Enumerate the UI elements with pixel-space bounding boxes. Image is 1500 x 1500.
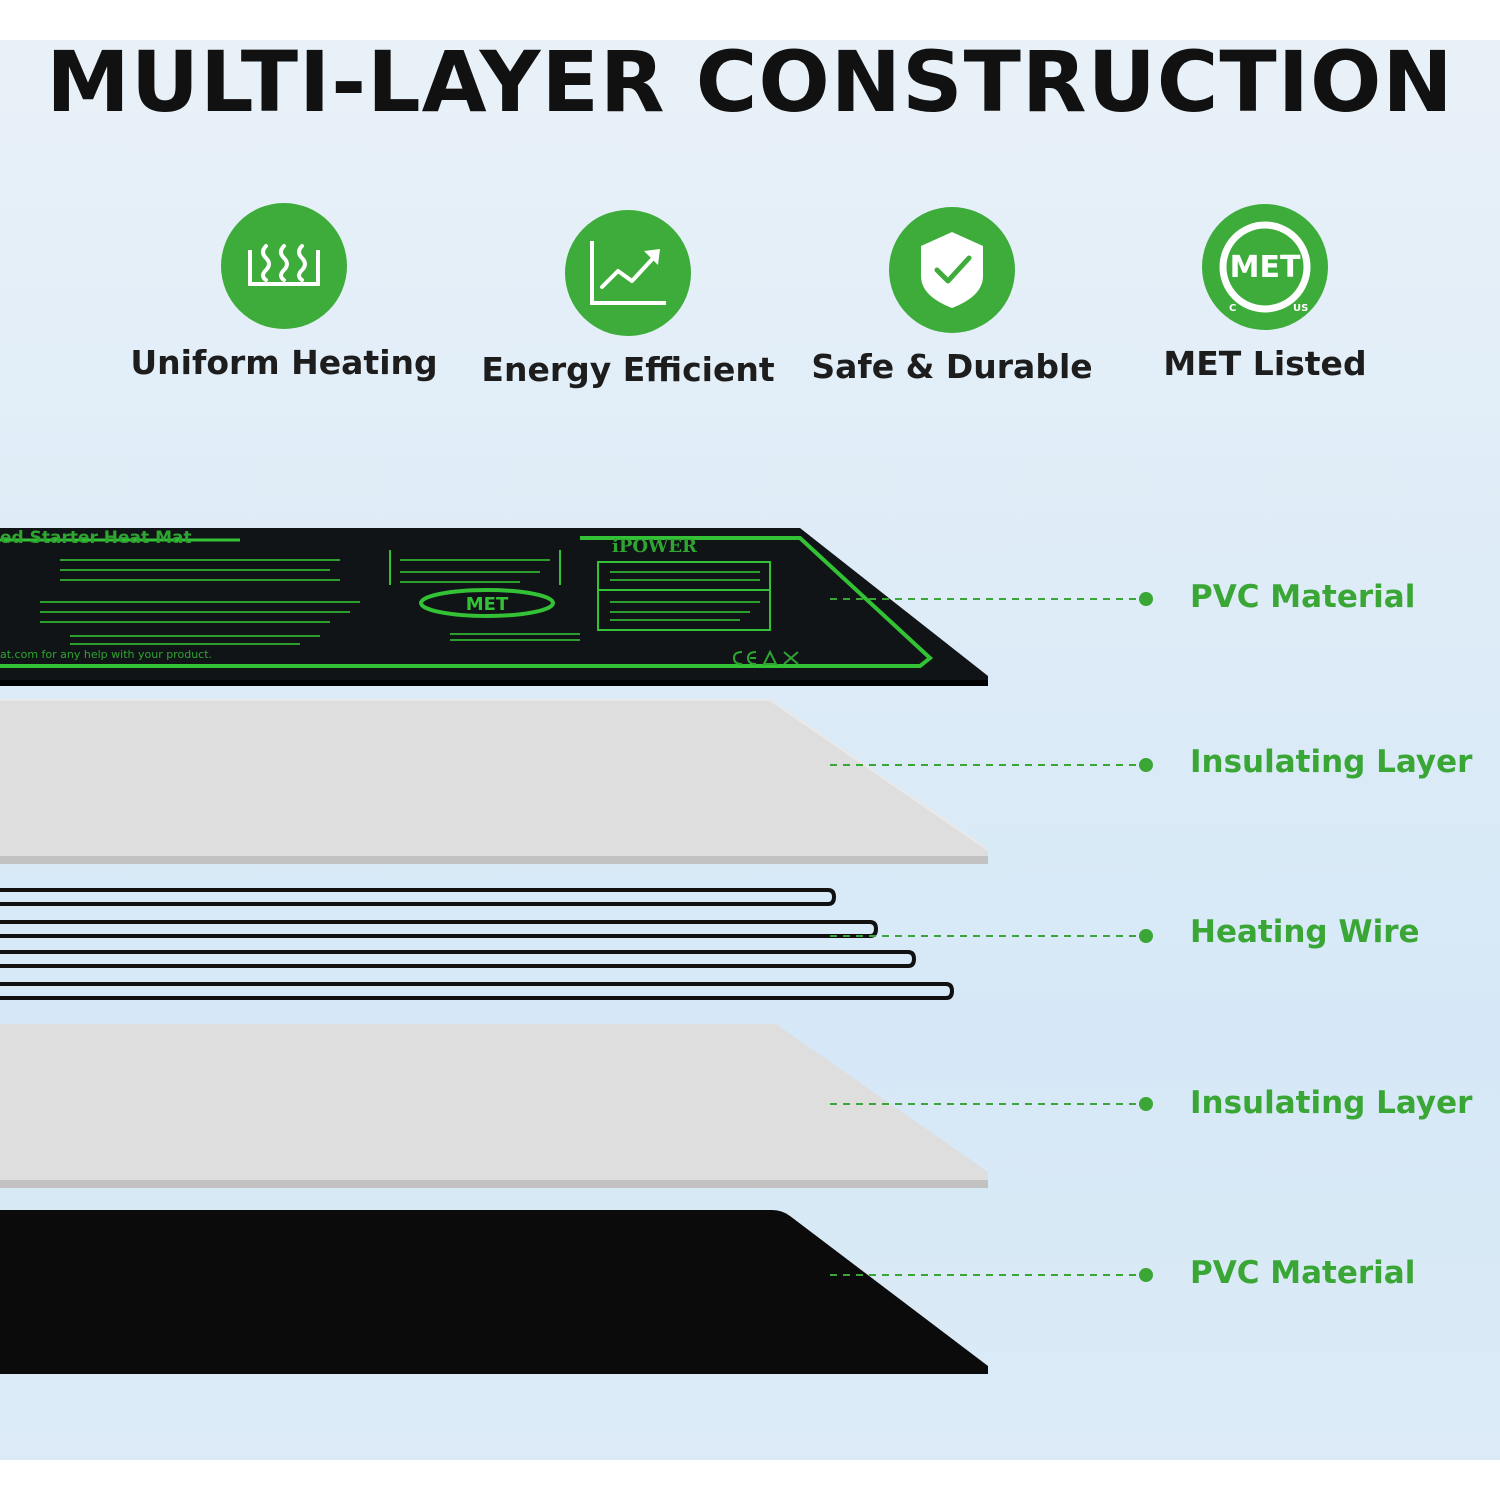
- mat-met-mark: MET: [466, 594, 509, 615]
- shield-check-icon: [889, 207, 1015, 333]
- heating-wire-layer: [0, 888, 955, 1000]
- insulating-layer-1: [0, 699, 989, 864]
- feature-energy-efficient: Energy Efficient: [468, 210, 788, 389]
- heat-waves-icon: [221, 203, 347, 329]
- feature-safe-durable: Safe & Durable: [792, 207, 1112, 386]
- page-title: MULTI-LAYER CONSTRUCTION: [46, 40, 1454, 131]
- feature-label: Safe & Durable: [811, 347, 1093, 386]
- met-logo-icon: MET C US: [1202, 204, 1328, 330]
- pvc-top-layer: MET ed Starter Heat Mat iPOWER at.com fo…: [0, 528, 988, 686]
- layer-label-insulating-1: Insulating Layer: [1190, 744, 1473, 780]
- layer-stack: MET ed Starter Heat Mat iPOWER at.com fo…: [0, 528, 1153, 1374]
- cert-marks-icon: [732, 649, 799, 665]
- leader-dots: [1139, 592, 1153, 1282]
- layer-label-pvc-bottom: PVC Material: [1190, 1255, 1416, 1291]
- mat-heading: ed Starter Heat Mat: [0, 528, 192, 548]
- insulating-layer-2: [0, 1024, 988, 1188]
- pvc-bottom-layer: [0, 1210, 988, 1374]
- feature-label: Energy Efficient: [481, 350, 775, 389]
- layer-label-heating-wire: Heating Wire: [1190, 914, 1420, 950]
- feature-met-listed: MET C US MET Listed: [1105, 204, 1425, 383]
- met-logo-us: US: [1293, 303, 1308, 314]
- layer-label-pvc-top: PVC Material: [1190, 579, 1416, 615]
- rising-chart-icon: [565, 210, 691, 336]
- feature-label: MET Listed: [1163, 344, 1367, 383]
- feature-label: Uniform Heating: [130, 343, 438, 382]
- product-graphic: MULTI-LAYER CONSTRUCTION Uniform Heating…: [0, 40, 1500, 1460]
- mat-footer: at.com for any help with your product.: [0, 648, 212, 661]
- met-logo-text: MET: [1230, 250, 1301, 285]
- leader-lines: [830, 598, 1144, 1276]
- layer-label-insulating-2: Insulating Layer: [1190, 1085, 1473, 1121]
- mat-brand: iPOWER: [612, 536, 698, 557]
- met-logo-c: C: [1229, 303, 1236, 314]
- feature-uniform-heating: Uniform Heating: [124, 203, 444, 382]
